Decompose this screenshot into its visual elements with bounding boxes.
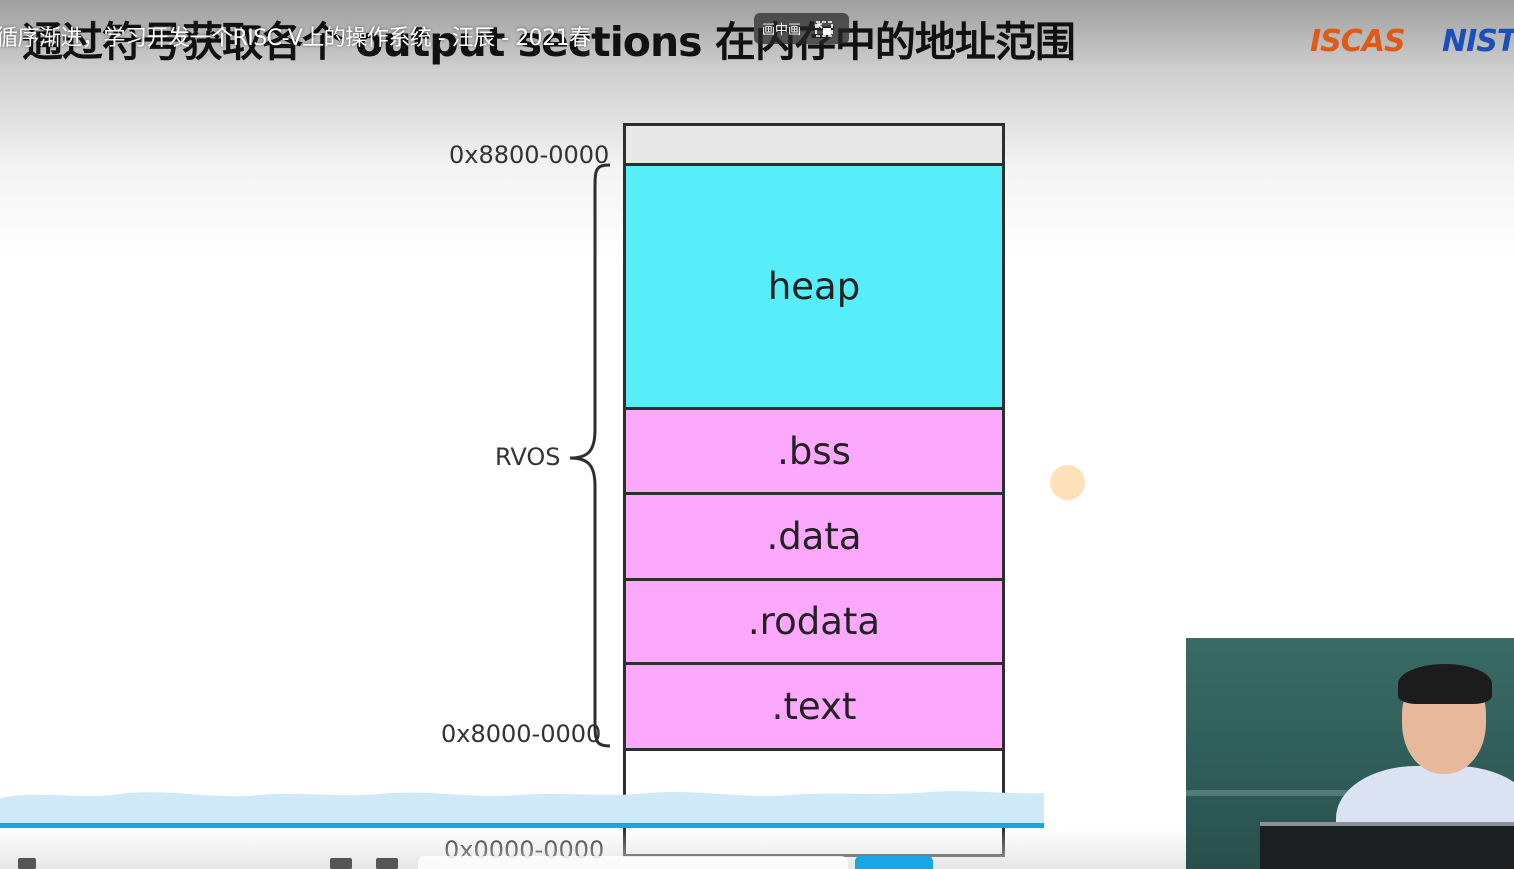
slide-title: 通过符号获取各个 output sections 在内存中的地址范围 [22,18,1076,66]
speaker-hair [1398,664,1492,704]
memory-map: heap .bss .data .rodata .text [623,123,1005,857]
danmaku-settings-icon[interactable] [376,858,398,869]
segment-data: .data [626,495,1002,581]
video-title-overlay: 循序渐进，学习开发一个RISC-V上的操作系统 - 汪辰 - 2021春 [0,26,591,51]
segment-unused-top [626,126,1002,166]
speaker-monitor [1260,822,1514,869]
segment-rodata: .rodata [626,581,1002,665]
exit-pip-icon[interactable] [815,20,833,37]
iscas-logo: ISCAS [1310,24,1406,59]
rvos-label: RVOS [495,443,561,471]
progress-wave [0,791,1044,826]
progress-bar[interactable] [0,823,1044,828]
play-icon[interactable] [18,858,36,869]
segment-heap: heap [626,166,1002,410]
pointer-highlight [1050,465,1085,500]
segment-text: .text [626,665,1002,751]
pip-label: 画中画 [762,23,802,38]
danmaku-toggle-icon[interactable] [330,858,352,869]
danmaku-input[interactable] [418,856,848,869]
picture-in-picture-button[interactable]: 画中画 [754,13,849,44]
address-upper: 0x8800-0000 [449,141,610,169]
nist-logo: NIST [1442,24,1514,59]
rvos-brace [569,163,611,748]
segment-bss: .bss [626,410,1002,495]
address-lower: 0x8000-0000 [441,720,602,748]
send-button[interactable] [855,856,933,869]
speaker-camera-feed [1186,638,1514,869]
